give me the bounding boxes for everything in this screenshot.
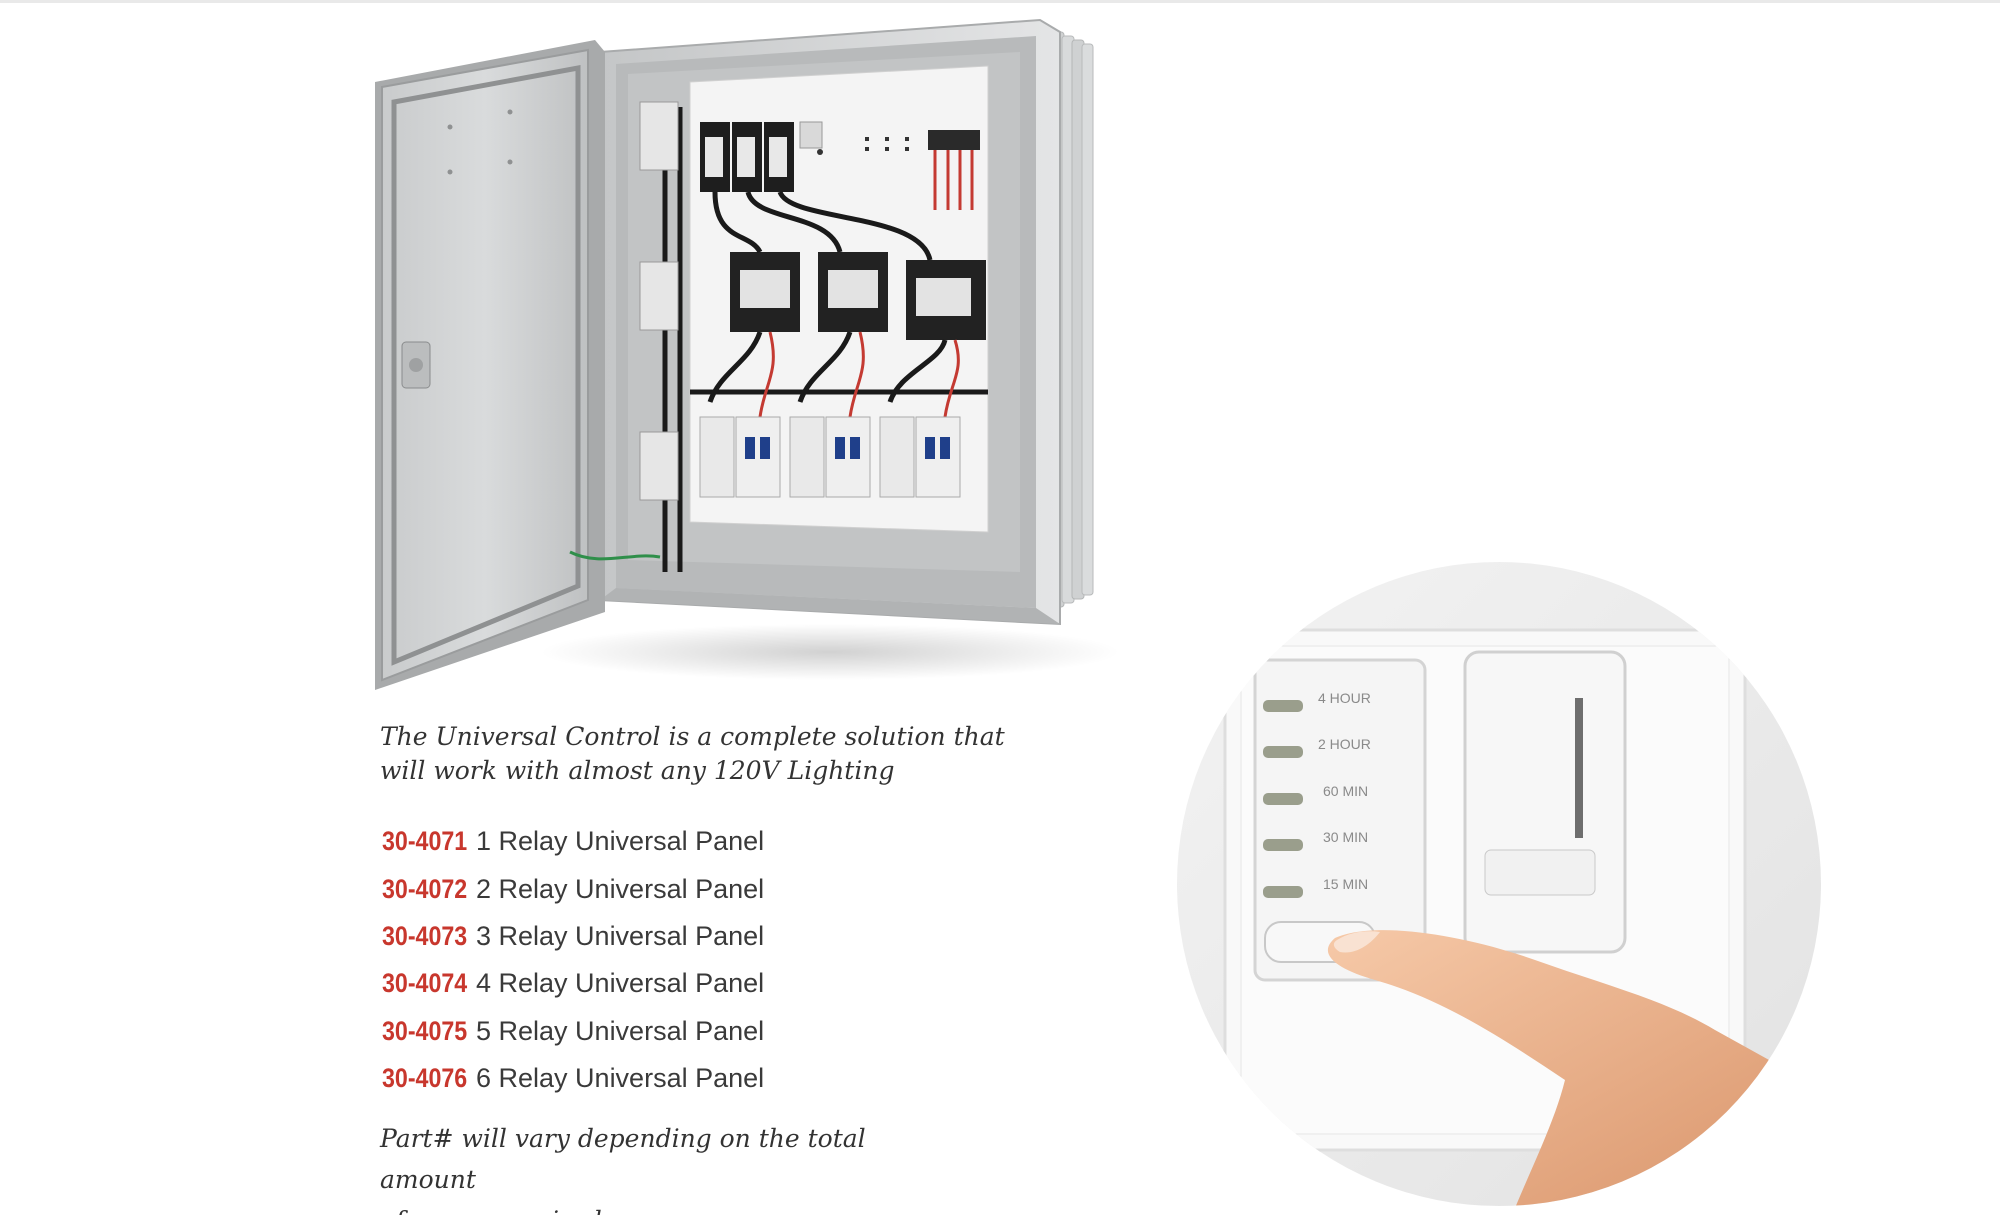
part-description: 2 Relay Universal Panel <box>476 873 765 904</box>
intro-line-1: The Universal Control is a complete solu… <box>380 722 1005 751</box>
part-description: 6 Relay Universal Panel <box>476 1063 765 1094</box>
part-number: 30-4072 <box>382 873 468 904</box>
part-row: 30-4074 4 Relay Universal Panel <box>382 960 902 1007</box>
note-line-1: Part# will vary depending on the total a… <box>380 1124 866 1194</box>
part-row: 30-4071 1 Relay Universal Panel <box>382 818 902 865</box>
dimmer-switch <box>1463 650 1627 954</box>
part-description: 4 Relay Universal Panel <box>476 968 765 999</box>
part-description: 3 Relay Universal Panel <box>476 920 765 951</box>
part-row: 30-4073 3 Relay Universal Panel <box>382 913 902 960</box>
zones-note: Part# will vary depending on the total a… <box>380 1118 940 1215</box>
breaker-row-top <box>700 121 980 210</box>
part-row: 30-4072 2 Relay Universal Panel <box>382 865 902 912</box>
side-relays <box>639 101 679 501</box>
parts-list: 30-4071 1 Relay Universal Panel 30-4072 … <box>382 818 902 1102</box>
part-number: 30-4076 <box>382 1063 468 1094</box>
timer-option-2-hour: 2 HOUR <box>1318 736 1371 752</box>
timer-leds <box>1263 700 1303 898</box>
timer-option-15-min: 15 MIN <box>1323 876 1368 892</box>
part-number: 30-4073 <box>382 920 468 951</box>
intro-text: The Universal Control is a complete solu… <box>380 720 1020 788</box>
control-panel-image <box>375 18 1120 690</box>
part-number: 30-4075 <box>382 1015 468 1046</box>
panel-door <box>375 40 605 690</box>
top-rule <box>0 0 2000 3</box>
relay-contactors <box>730 252 986 340</box>
timer-option-4-hour: 4 HOUR <box>1318 690 1371 706</box>
part-description: 1 Relay Universal Panel <box>476 826 765 857</box>
part-row: 30-4075 5 Relay Universal Panel <box>382 1008 902 1055</box>
breaker-row-bottom <box>699 416 961 498</box>
part-number: 30-4071 <box>382 826 468 857</box>
part-description: 5 Relay Universal Panel <box>476 1015 765 1046</box>
part-row: 30-4076 6 Relay Universal Panel <box>382 1055 902 1102</box>
intro-line-2: will work with almost any 120V Lighting <box>380 756 895 785</box>
note-line-2: of zones required. <box>380 1206 610 1215</box>
timer-option-30-min: 30 MIN <box>1323 829 1368 845</box>
timer-option-60-min: 60 MIN <box>1323 783 1368 799</box>
part-number: 30-4074 <box>382 968 468 999</box>
timer-switch-image: 4 HOUR 2 HOUR 60 MIN 30 MIN 15 MIN <box>1177 562 1821 1206</box>
